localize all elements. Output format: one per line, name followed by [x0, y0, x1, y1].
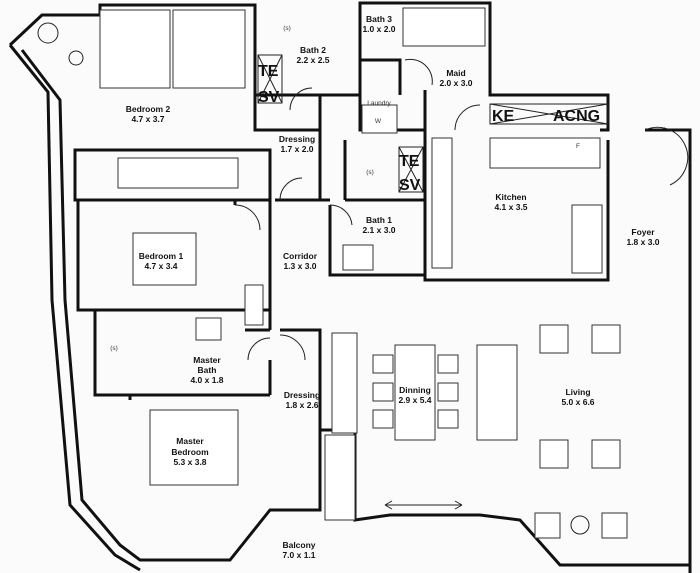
bedroom2-name: Bedroom 2: [126, 104, 171, 114]
stamp-sv: SV: [258, 89, 280, 106]
bath1-size: 2.1 x 3.0: [362, 225, 395, 235]
bath3-size: 1.0 x 2.0: [362, 24, 395, 34]
bedroom1-size: 4.7 x 3.4: [144, 261, 177, 271]
stamp-sv: SV: [399, 177, 421, 194]
bath2-size: 2.2 x 2.5: [296, 55, 329, 65]
stamp-ke: KE: [492, 108, 515, 125]
furniture: [37, 7, 628, 539]
bedroom1-name: Bedroom 1: [139, 251, 184, 261]
masterbath-size: 4.0 x 1.8: [190, 375, 223, 385]
stamp-te: TE: [258, 63, 279, 80]
kitchen-name: Kitchen: [495, 192, 526, 202]
masterbedroom-size: 5.3 x 3.8: [173, 457, 206, 467]
dressing1-name: Dressing: [279, 134, 315, 144]
walls: [8, 1, 692, 573]
bath2-name: Bath 2: [300, 45, 326, 55]
washer-label: W: [375, 118, 382, 125]
room-labels: Bedroom 2 4.7 x 3.7 Bath 2 2.2 x 2.5 Bat…: [110, 14, 660, 560]
fridge-label: F: [576, 143, 580, 150]
dressing2-name: Dressing: [284, 390, 320, 400]
shower-marker: (s): [283, 25, 291, 32]
balcony-size: 7.0 x 1.1: [282, 550, 315, 560]
masterbedroom-name1: Master: [176, 436, 204, 446]
dressing2-size: 1.8 x 2.6: [285, 400, 318, 410]
dressing1-size: 1.7 x 2.0: [280, 144, 313, 154]
maid-size: 2.0 x 3.0: [439, 78, 472, 88]
doors: [234, 58, 689, 361]
masterbath-name2: Bath: [198, 365, 217, 375]
living-name: Living: [565, 387, 590, 397]
bath3-name: Bath 3: [366, 14, 392, 24]
bedroom2-size: 4.7 x 3.7: [131, 114, 164, 124]
kitchen-size: 4.1 x 3.5: [494, 202, 527, 212]
stamp-acng: ACNG: [553, 108, 600, 125]
foyer-name: Foyer: [631, 227, 655, 237]
bath1-name: Bath 1: [366, 215, 392, 225]
shower-marker: (s): [366, 169, 374, 176]
stamps: TE SV TE SV KE ACNG: [257, 54, 609, 194]
masterbath-name1: Master: [193, 355, 221, 365]
dinning-size: 2.9 x 5.4: [398, 395, 431, 405]
stamp-te: TE: [399, 153, 420, 170]
laundry-name: Laundry: [367, 100, 391, 107]
maid-name: Maid: [446, 68, 465, 78]
dinning-name: Dinning: [399, 385, 431, 395]
living-size: 5.0 x 6.6: [561, 397, 594, 407]
corridor-name: Corridor: [283, 251, 318, 261]
corridor-size: 1.3 x 3.0: [283, 261, 316, 271]
foyer-size: 1.8 x 3.0: [626, 237, 659, 247]
shower-marker: (s): [110, 345, 118, 352]
balcony-name: Balcony: [282, 540, 315, 550]
masterbedroom-name2: Bedroom: [171, 447, 209, 457]
